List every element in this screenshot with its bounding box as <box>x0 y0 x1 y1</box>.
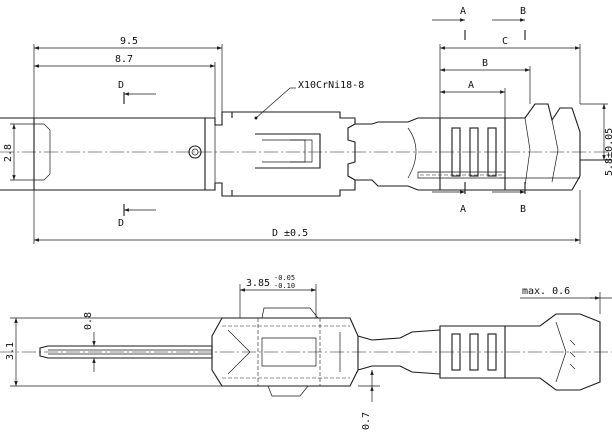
dim-d: D ±0.5 <box>272 228 308 239</box>
section-a-top: A <box>460 6 466 17</box>
dim-side: 5.8±0.05 <box>604 128 612 176</box>
dim-a: A <box>468 80 474 91</box>
dim-max: max. 0.6 <box>522 286 570 297</box>
side-view: 3.85 -0.05 -0.10 max. 0.6 3.1 0.8 0.7 <box>0 274 612 430</box>
terminal-outline-top <box>0 103 612 197</box>
dim-0-8: 0.8 <box>83 312 94 330</box>
dim-9-5: 9.5 <box>120 36 138 47</box>
section-d-bottom: D <box>118 218 124 229</box>
dim-c: C <box>502 36 508 47</box>
terminal-outline-side <box>39 307 601 397</box>
dim-b: B <box>482 58 488 69</box>
dim-8-7: 8.7 <box>115 54 133 65</box>
section-d-top: D <box>118 80 124 91</box>
section-b-bottom: B <box>520 204 526 215</box>
section-a-bottom: A <box>460 204 466 215</box>
dim-0-7: 0.7 <box>361 412 372 430</box>
top-view: 9.5 8.7 2.8 D ±0.5 C B A 5.8±0.05 <box>0 6 612 244</box>
dim-2-8: 2.8 <box>3 144 14 162</box>
dim-3-85: 3.85 <box>246 278 270 289</box>
dim-3-1: 3.1 <box>5 342 16 360</box>
section-b-top: B <box>520 6 526 17</box>
tol-lower: -0.10 <box>274 282 295 290</box>
tol-upper: -0.05 <box>274 274 295 282</box>
material-label: X10CrNi18-8 <box>298 80 364 91</box>
